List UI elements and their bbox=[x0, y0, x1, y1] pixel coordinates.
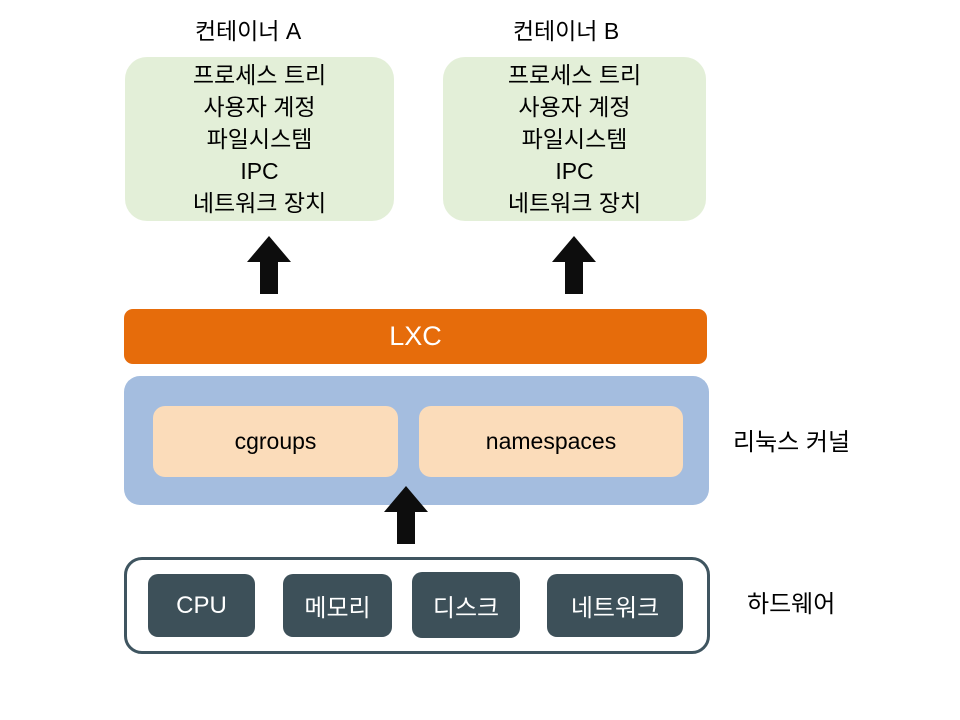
container-a-title: 컨테이너 A bbox=[194, 18, 302, 44]
container-b-title: 컨테이너 B bbox=[512, 18, 620, 44]
container-b-box: 프로세스 트리 사용자 계정 파일시스템 IPC 네트워크 장치 bbox=[443, 57, 706, 221]
cpu-box: CPU bbox=[148, 574, 255, 637]
container-a-line: 파일시스템 bbox=[206, 126, 313, 152]
container-a-line: 네트워크 장치 bbox=[192, 190, 327, 216]
container-a-line: 사용자 계정 bbox=[203, 94, 316, 120]
up-arrow-icon bbox=[384, 486, 428, 544]
container-b-line: IPC bbox=[555, 158, 594, 184]
network-box: 네트워크 bbox=[547, 574, 683, 637]
up-arrow-icon bbox=[552, 236, 596, 294]
namespaces-box: namespaces bbox=[419, 406, 683, 477]
hardware-label: 하드웨어 bbox=[747, 591, 836, 618]
container-a-box: 프로세스 트리 사용자 계정 파일시스템 IPC 네트워크 장치 bbox=[125, 57, 394, 221]
cgroups-box: cgroups bbox=[153, 406, 398, 477]
linux-kernel-label: 리눅스 커널 bbox=[733, 429, 851, 456]
container-b-line: 사용자 계정 bbox=[518, 94, 631, 120]
linux-kernel-box: cgroups namespaces bbox=[124, 376, 709, 505]
container-b-line: 파일시스템 bbox=[521, 126, 628, 152]
lxc-bar: LXC bbox=[124, 309, 707, 364]
hardware-box: CPU 메모리 디스크 네트워크 bbox=[124, 557, 710, 654]
container-b-line: 프로세스 트리 bbox=[507, 62, 642, 88]
memory-box: 메모리 bbox=[283, 574, 392, 637]
up-arrow-icon bbox=[247, 236, 291, 294]
container-a-line: 프로세스 트리 bbox=[192, 62, 327, 88]
container-a-line: IPC bbox=[240, 158, 279, 184]
disk-box: 디스크 bbox=[412, 572, 520, 638]
container-b-line: 네트워크 장치 bbox=[507, 190, 642, 216]
